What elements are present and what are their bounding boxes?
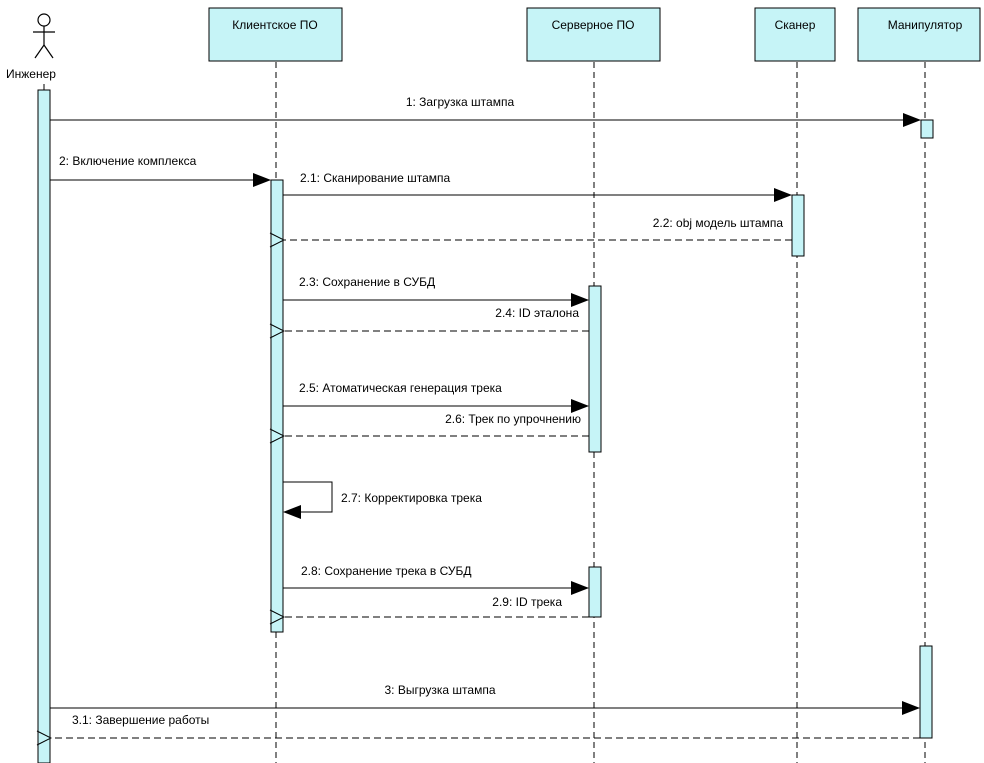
message-2-9-label: 2.9: ID трека <box>492 595 562 609</box>
message-2-4-label: 2.4: ID эталона <box>495 306 579 320</box>
message-1: 1: Загрузка штампа <box>50 95 921 127</box>
actor-engineer: Инженер <box>6 13 56 81</box>
activation-client <box>270 179 284 633</box>
message-3-1-label: 3.1: Завершение работы <box>72 713 209 727</box>
message-2-7: 2.7: Корректировка трека <box>283 481 482 519</box>
lifeline-scanner-label: Сканер <box>775 18 816 32</box>
message-2-6-label: 2.6: Трек по упрочнению <box>445 412 581 426</box>
message-2-2-label: 2.2: obj модель штампа <box>653 216 784 230</box>
lifeline-scanner-box[interactable] <box>754 7 836 62</box>
message-2-1-label: 2.1: Сканирование штампа <box>300 171 451 185</box>
message-2: 2: Включение комплекса <box>50 154 271 187</box>
message-3: 3: Выгрузка штампа <box>50 683 920 715</box>
activation-bars <box>37 89 934 763</box>
message-2-5-label: 2.5: Атоматическая генерация трека <box>299 381 502 395</box>
message-2-7-label: 2.7: Корректировка трека <box>341 491 482 505</box>
lifeline-server-label: Серверное ПО <box>552 18 635 32</box>
activation-manipulator-2 <box>919 645 933 739</box>
message-2-2: 2.2: obj модель штампа <box>284 216 792 240</box>
lifeline-client-label: Клиентское ПО <box>232 18 317 32</box>
lifeline-client: Клиентское ПО <box>208 7 343 62</box>
lifeline-manipulator-label: Манипулятор <box>888 18 963 32</box>
message-2-9: 2.9: ID трека <box>284 595 589 617</box>
message-2-6: 2.6: Трек по упрочнению <box>284 412 589 436</box>
lifeline-server-box[interactable] <box>526 7 661 62</box>
activation-server-1 <box>588 285 602 453</box>
message-2-4: 2.4: ID эталона <box>284 306 589 331</box>
message-2-label: 2: Включение комплекса <box>59 154 197 168</box>
message-2-3: 2.3: Сохранение в СУБД <box>283 275 589 307</box>
stick-figure-icon <box>33 13 55 59</box>
activation-engineer <box>37 89 51 763</box>
message-2-5: 2.5: Атоматическая генерация трека <box>283 381 589 413</box>
message-2-1: 2.1: Сканирование штампа <box>283 171 792 202</box>
message-2-8-label: 2.8: Сохранение трека в СУБД <box>301 564 472 578</box>
message-2-3-label: 2.3: Сохранение в СУБД <box>299 275 435 289</box>
message-3-1: 3.1: Завершение работы <box>51 713 920 738</box>
activation-scanner <box>791 194 805 257</box>
lifeline-manipulator: Манипулятор <box>857 7 981 62</box>
lifeline-server: Серверное ПО <box>526 7 661 62</box>
message-1-label: 1: Загрузка штампа <box>406 95 515 109</box>
actor-label: Инженер <box>6 67 56 81</box>
activation-server-2 <box>588 566 602 618</box>
message-3-label: 3: Выгрузка штампа <box>385 683 496 697</box>
lifeline-scanner: Сканер <box>754 7 836 62</box>
lifeline-manipulator-box[interactable] <box>857 7 981 62</box>
message-2-8: 2.8: Сохранение трека в СУБД <box>283 564 589 595</box>
activation-manipulator-1 <box>920 119 934 139</box>
lifeline-client-box[interactable] <box>208 7 343 62</box>
